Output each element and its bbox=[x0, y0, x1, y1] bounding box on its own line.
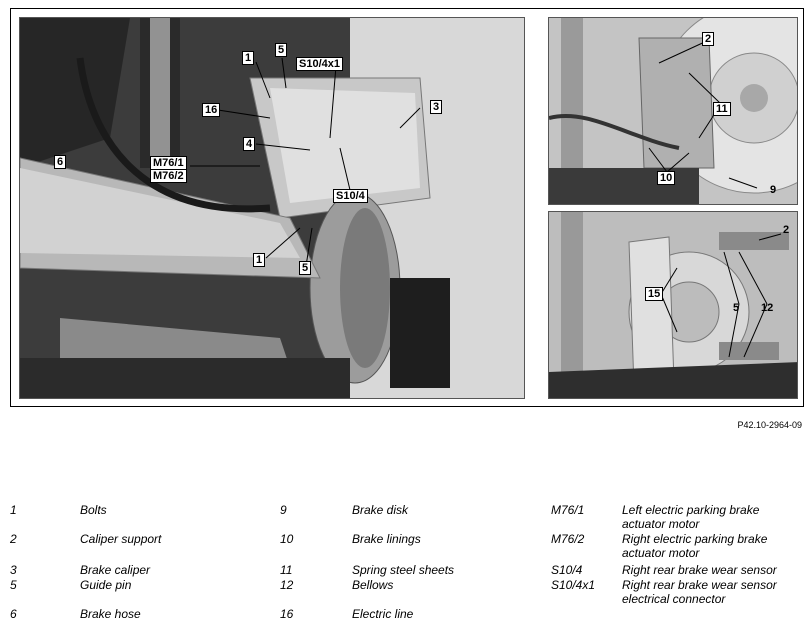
main-callout-3: 3 bbox=[430, 100, 443, 114]
legend-num: 5 bbox=[10, 578, 17, 592]
legend-label: Right rear brake wear sensor bbox=[622, 563, 777, 577]
legend-label: Caliper support bbox=[80, 532, 162, 546]
main-photo-drawing bbox=[20, 18, 524, 398]
top-right-leader-lines bbox=[648, 39, 758, 189]
main-callout-5-top: 5 bbox=[275, 43, 288, 57]
legend-num: 10 bbox=[280, 532, 294, 546]
main-photo: 1 5 S10/4x1 16 3 4 M76/1 M76/2 6 S10/4 1… bbox=[19, 17, 525, 399]
main-callout-s10-4x1: S10/4x1 bbox=[296, 57, 343, 71]
main-callout-16: 16 bbox=[202, 103, 221, 117]
legend-label: Guide pin bbox=[80, 578, 132, 592]
main-callout-1-bottom: 1 bbox=[253, 253, 266, 267]
legend-num: 3 bbox=[10, 563, 17, 577]
legend-num: 16 bbox=[280, 607, 294, 621]
legend-label-line2: actuator motor bbox=[622, 546, 700, 560]
top-right-callout-11: 11 bbox=[713, 102, 731, 116]
legend-num: 1 bbox=[10, 503, 17, 517]
figure-frame: 1 5 S10/4x1 16 3 4 M76/1 M76/2 6 S10/4 1… bbox=[10, 8, 804, 407]
main-callout-4: 4 bbox=[243, 137, 256, 151]
legend-num: M76/2 bbox=[551, 532, 585, 546]
legend-label: Electric line bbox=[352, 607, 414, 621]
top-right-callout-2: 2 bbox=[702, 32, 715, 46]
legend-label: Bolts bbox=[80, 503, 107, 517]
main-callout-5-bottom: 5 bbox=[299, 261, 312, 275]
legend-label: Right rear brake wear sensor bbox=[622, 578, 777, 592]
main-callout-m76-2: M76/2 bbox=[150, 169, 187, 183]
main-callout-6: 6 bbox=[54, 155, 67, 169]
legend-num: S10/4x1 bbox=[551, 578, 596, 592]
bottom-right-callout-5: 5 bbox=[733, 302, 740, 314]
figure-id: P42.10-2964-09 bbox=[737, 420, 802, 430]
legend-label: Brake caliper bbox=[80, 563, 151, 577]
top-right-callout-9: 9 bbox=[770, 184, 777, 196]
bottom-right-callout-12: 12 bbox=[761, 302, 774, 314]
bottom-right-callout-15: 15 bbox=[645, 287, 664, 301]
legend-label: Brake hose bbox=[80, 607, 141, 621]
bottom-right-leader-lines bbox=[660, 233, 782, 358]
legend-label-line2: electrical connector bbox=[622, 592, 726, 606]
legend-label: Left electric parking brake bbox=[622, 503, 760, 517]
legend-label: Bellows bbox=[352, 578, 394, 592]
main-callout-1-top: 1 bbox=[242, 51, 255, 65]
legend-num: M76/1 bbox=[551, 503, 585, 517]
bottom-right-photo: 2 15 5 12 bbox=[548, 211, 798, 399]
main-callout-s10-4: S10/4 bbox=[333, 189, 368, 203]
legend-label-line2: actuator motor bbox=[622, 517, 700, 531]
top-right-photo: 2 11 10 9 bbox=[548, 17, 798, 205]
legend-num: 2 bbox=[10, 532, 17, 546]
legend-num: S10/4 bbox=[551, 563, 583, 577]
top-right-callout-10: 10 bbox=[657, 171, 676, 185]
legend-label: Spring steel sheets bbox=[352, 563, 455, 577]
legend-num: 6 bbox=[10, 607, 17, 621]
legend-num: 12 bbox=[280, 578, 294, 592]
legend-label: Brake disk bbox=[352, 503, 409, 517]
main-leader-lines bbox=[190, 57, 421, 267]
bottom-right-photo-drawing bbox=[549, 212, 797, 398]
legend-num: 11 bbox=[280, 563, 293, 577]
legend-num: 9 bbox=[280, 503, 287, 517]
bottom-right-callout-2: 2 bbox=[783, 224, 790, 236]
legend-label: Brake linings bbox=[352, 532, 421, 546]
legend-label: Right electric parking brake bbox=[622, 532, 768, 546]
